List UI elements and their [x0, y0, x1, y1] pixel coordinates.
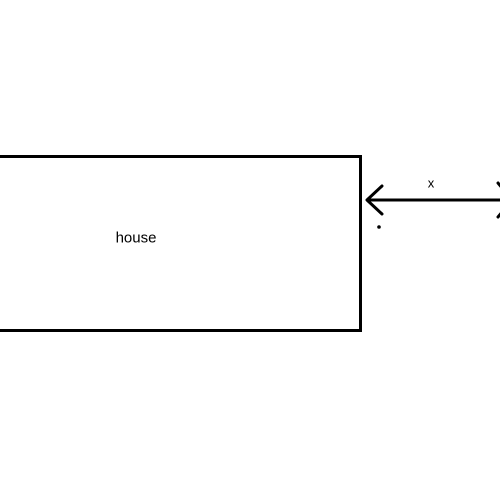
left-arrowhead [365, 184, 384, 216]
house-label: house [115, 229, 157, 247]
distance-label-x: x [427, 175, 435, 191]
house-rectangle [0, 155, 362, 332]
dot-mark [377, 225, 381, 229]
